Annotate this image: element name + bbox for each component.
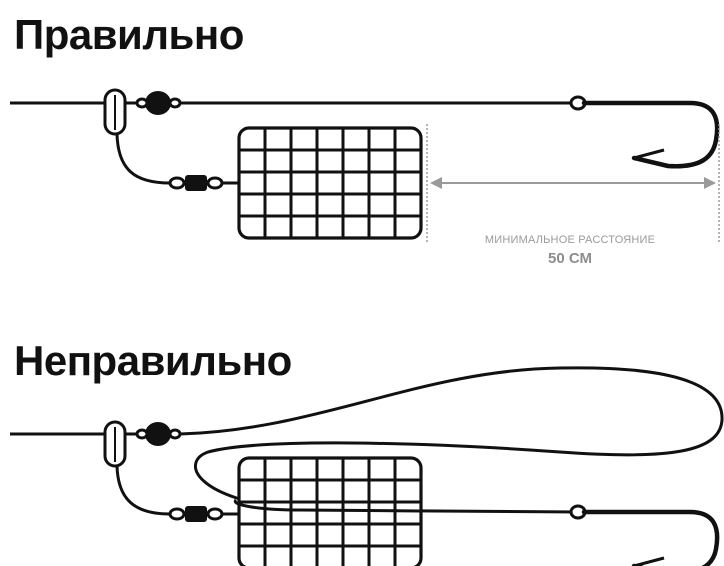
bead-icon [145, 91, 171, 115]
feeder-link [115, 465, 171, 516]
snap-clip-icon [103, 88, 127, 136]
feeder-link [115, 133, 171, 185]
wrong-heading: Неправильно [14, 337, 292, 384]
hook-icon [569, 95, 720, 169]
distance-value: 50 СМ [548, 250, 592, 267]
swivel-icon [168, 175, 239, 191]
distance-caption: МИНИМАЛЬНОЕ РАССТОЯНИЕ [484, 234, 656, 246]
bead-icon [145, 422, 171, 446]
swivel-icon [168, 506, 239, 522]
feeder-cage-icon [237, 126, 423, 240]
snap-clip-icon [103, 420, 127, 468]
wrong-rig [10, 366, 724, 566]
tangled-hooklink [179, 366, 724, 514]
correct-rig [10, 88, 720, 244]
distance-measure [426, 124, 720, 244]
correct-heading: Правильно [14, 11, 244, 58]
hook-icon [569, 504, 720, 566]
